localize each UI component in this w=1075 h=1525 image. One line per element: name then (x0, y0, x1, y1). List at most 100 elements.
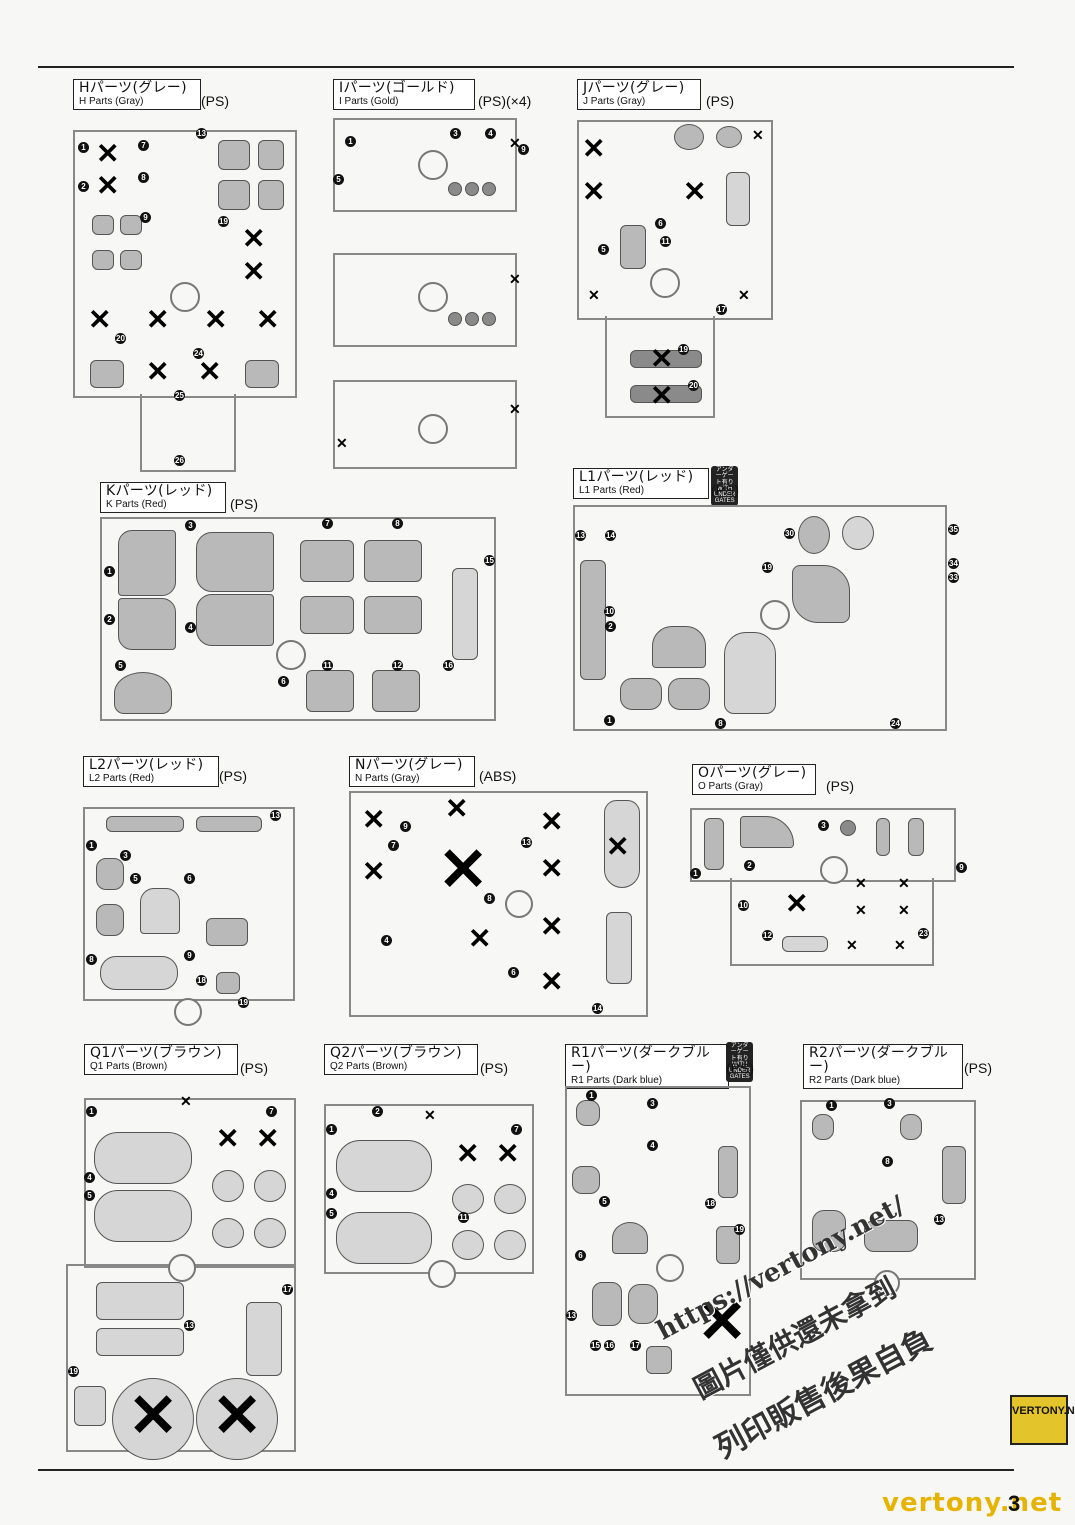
h-parts-title-en: H Parts (Gray) (79, 96, 144, 107)
k-num-3: 3 (185, 520, 196, 531)
h-unused-mark-7: ✕ (204, 304, 228, 335)
l1-num-2: 2 (605, 621, 616, 632)
n-num-4: 4 (381, 935, 392, 946)
q1-part-11b (254, 1218, 286, 1248)
r2-part-hand (812, 1210, 846, 1252)
i-num-5: 5 (333, 174, 344, 185)
r1-parts-label: R1パーツ(ダークブルー) R1 Parts (Dark blue) (565, 1044, 729, 1089)
k-parts-label: Kパーツ(レッド) K Parts (Red) (100, 482, 226, 513)
k-part-10 (364, 596, 422, 634)
h-part-3 (92, 215, 114, 235)
l1-runner-frame (573, 505, 947, 731)
k-parts-title-jp: Kパーツ(レッド) (106, 483, 213, 499)
q1-part-frame (96, 1282, 184, 1320)
q1-num-19: 19 (68, 1366, 79, 1377)
footer-site[interactable]: vertony.net (882, 1488, 1063, 1518)
k-part-11 (306, 670, 354, 712)
j-unused-mark-5: ✕ (650, 380, 674, 411)
q1-part-10a (212, 1170, 244, 1202)
q2-unused-mark-2: ✕ (496, 1138, 520, 1169)
q1-part-20 (112, 1378, 194, 1460)
h-num-19: 19 (218, 216, 229, 227)
r2-runner-hub (874, 1270, 900, 1296)
k-runner-hub (276, 640, 306, 670)
h-num-13: 13 (196, 128, 207, 139)
q2-num-2: 2 (372, 1106, 383, 1117)
i-num-3: 3 (450, 128, 461, 139)
k-part-8 (364, 540, 422, 582)
q1-unused-mark-2: ✕ (212, 1382, 263, 1449)
i-part-8b (465, 182, 479, 196)
o-num-3: 3 (818, 820, 829, 831)
l1-num-35: 35 (948, 524, 959, 535)
o-unused-mark-5: ✕ (898, 902, 910, 918)
q1-part-5 (94, 1190, 192, 1242)
h-unused-mark-10: ✕ (198, 356, 222, 387)
k-part-5 (114, 672, 172, 714)
l1-num-30: 30 (784, 528, 795, 539)
o-parts-title-en: O Parts (Gray) (698, 781, 764, 792)
h-num-20: 20 (115, 333, 126, 344)
j-num-6: 6 (655, 218, 666, 229)
j-parts-title-en: J Parts (Gray) (583, 96, 646, 107)
l1-runner-hub (760, 600, 790, 630)
r2-parts-label: R2パーツ(ダークブルー) R2 Parts (Dark blue) (803, 1044, 963, 1089)
r1-under-gate-tag-en: WITH UNDER GATES (729, 1061, 751, 1081)
r1-part-13 (592, 1282, 622, 1326)
h-part-15 (218, 140, 250, 170)
i-runner-hub-2 (418, 282, 448, 312)
j-parts-title-jp: Jパーツ(グレー) (583, 80, 685, 96)
n-num-14: 14 (592, 1003, 603, 1014)
l2-runner-hub (174, 998, 202, 1026)
k-num-6: 6 (278, 676, 289, 687)
h-num-1: 1 (78, 142, 89, 153)
i-runner-1 (333, 118, 517, 212)
i-parts-label: Iパーツ(ゴールド) I Parts (Gold) (333, 79, 475, 110)
j-num-20: 20 (688, 380, 699, 391)
q2-runner-hub (428, 1260, 456, 1288)
n-unused-mark-4: ✕ (438, 836, 489, 903)
n-parts-title-jp: Nパーツ(グレー) (355, 757, 463, 773)
r1-part-5 (572, 1166, 600, 1194)
j-part-8 (716, 126, 742, 148)
h-part-16 (258, 140, 284, 170)
h-unused-mark-2: ✕ (96, 170, 120, 201)
l2-num-13: 13 (270, 810, 281, 821)
q2-part-10a (452, 1184, 484, 1214)
k-part-2 (118, 598, 176, 650)
q1-part-21 (196, 1378, 278, 1460)
n-unused-mark-5: ✕ (540, 806, 564, 837)
r2-part-grip (864, 1220, 918, 1252)
l2-part-3 (96, 858, 124, 890)
o-num-12: 12 (762, 930, 773, 941)
l1-part-4 (668, 678, 710, 710)
l2-part-8 (100, 956, 178, 990)
q1-unused-mark-5: ✕ (180, 1093, 192, 1109)
h-unused-mark-8: ✕ (256, 304, 280, 335)
h-runner-hub (170, 282, 200, 312)
n-parts-label: Nパーツ(グレー) N Parts (Gray) (349, 756, 475, 787)
l1-num-19: 19 (762, 562, 773, 573)
r2-part-2 (812, 1114, 834, 1140)
q2-unused-mark-3: ✕ (424, 1107, 436, 1123)
l1-parts-title-jp: L1パーツ(レッド) (579, 469, 694, 485)
q2-part-5 (336, 1212, 432, 1264)
h-runner-frame (73, 130, 297, 398)
k-parts-title-en: K Parts (Red) (106, 499, 167, 510)
q2-parts-title-jp: Q2パーツ(ブラウン) (330, 1045, 462, 1061)
n-unused-mark-1: ✕ (362, 804, 386, 835)
r1-num-13: 13 (566, 1310, 577, 1321)
l1-parts-label: L1パーツ(レッド) L1 Parts (Red) (573, 468, 709, 499)
r1-part-17 (646, 1346, 672, 1374)
r1-parts-title-jp: R1パーツ(ダークブルー) (571, 1045, 711, 1075)
l1-part-30 (798, 516, 830, 554)
n-unused-mark-7: ✕ (606, 831, 630, 862)
k-num-16: 16 (443, 660, 454, 671)
h-part-17 (218, 180, 250, 210)
r1-num-15: 15 (590, 1340, 601, 1351)
i-num-4: 4 (485, 128, 496, 139)
l2-num-6: 6 (184, 873, 195, 884)
k-part-4 (196, 594, 274, 646)
bottom-rule (38, 1469, 1014, 1471)
l2-part-7 (140, 888, 180, 934)
